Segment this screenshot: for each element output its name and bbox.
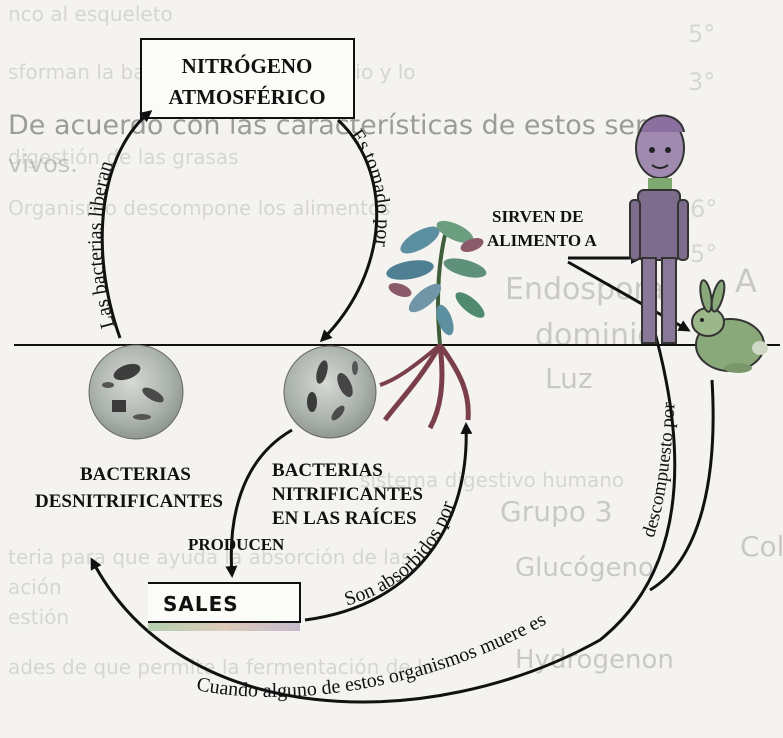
bleed-line: Cola	[740, 530, 783, 563]
bleed-line: estión	[8, 605, 70, 629]
bleed-line: Hydrogenon	[515, 645, 674, 675]
nitrifying-bacteria-disc	[283, 345, 377, 439]
produce-label: PRODUCEN	[188, 535, 285, 554]
denitrifying-label-1: BACTERIAS	[80, 464, 191, 485]
bleed-line: sistema digestivo humano	[360, 468, 625, 492]
nitrogen-label-2: ATMOSFÉRICO	[168, 85, 325, 109]
denitrifying-bacteria-disc	[88, 344, 184, 440]
bleed-line: nco al esqueleto	[8, 2, 173, 26]
food-label-1: SIRVEN DE	[492, 207, 584, 226]
nitrogen-node: NITRÓGENO ATMOSFÉRICO	[140, 38, 355, 119]
bleed-line: Luz	[545, 362, 593, 395]
bleed-line: teria para que ayuda la absorción de las	[8, 545, 412, 569]
bleed-number: 3°	[688, 68, 716, 96]
release-label: Las bacterias liberan	[84, 158, 119, 331]
nitrifying-label-2: NITRIFICANTES	[272, 484, 423, 505]
bleed-line: digestión de las grasas	[8, 145, 239, 169]
bleed-number: 5°	[690, 240, 718, 268]
nitrifying-label-1: BACTERIAS	[272, 460, 383, 481]
bleed-line: Organismo descompone los alimentos	[8, 196, 391, 220]
person-illustration	[629, 114, 689, 344]
produce-arrow	[225, 428, 293, 578]
bleed-line: vivos.	[8, 150, 78, 178]
nitrifying-label-3: EN LAS RAÍCES	[272, 507, 417, 529]
rabbit-illustration	[691, 279, 768, 373]
release-arrow	[100, 110, 153, 339]
salts-label: SALES	[163, 592, 239, 616]
bleed-line: dominio	[535, 318, 656, 353]
rabbit-to-cycle-line	[649, 379, 715, 592]
food-label-2: ALIMENTO A	[487, 231, 597, 250]
nitrogen-label-1: NITRÓGENO	[182, 54, 313, 78]
bleed-line: Glucógeno	[515, 553, 654, 583]
absorbed-arrow	[304, 422, 473, 622]
denitrifying-label-2: DESNITRIFICANTES	[35, 491, 223, 512]
bleed-number: 5°	[688, 20, 716, 48]
taken-arrow	[319, 118, 379, 343]
salts-node: SALES	[148, 582, 301, 631]
decomposed-arrow	[90, 321, 677, 704]
bleed-line: ación	[8, 575, 62, 599]
bleed-number: 6°	[690, 195, 718, 223]
bleed-line: A	[735, 262, 757, 300]
taken-label: Es tomado por	[346, 125, 395, 248]
plant-illustration	[379, 220, 487, 430]
bleed-line: Grupo 3	[500, 495, 613, 528]
